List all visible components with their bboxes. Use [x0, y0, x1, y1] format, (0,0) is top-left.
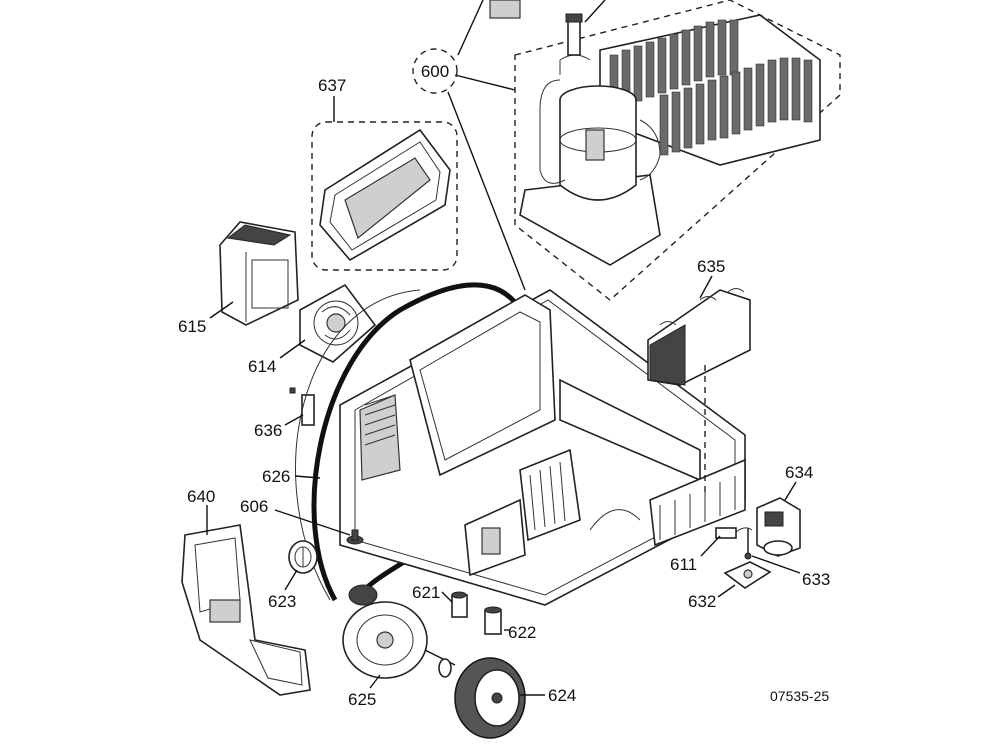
- callout-600: 600: [421, 62, 449, 81]
- callout-611: 611: [670, 555, 697, 574]
- wheel: [454, 657, 526, 739]
- drawing-code: 07535-25: [770, 688, 829, 704]
- callout-640: 640: [187, 487, 215, 506]
- callout-labels: 600 637 635 615 614 636 626 640 606 623 …: [178, 62, 830, 709]
- sensor-wire: [715, 527, 753, 539]
- base-chassis: [339, 289, 746, 606]
- fan: [299, 283, 377, 363]
- callout-634: 634: [785, 463, 813, 482]
- callout-636: 636: [254, 421, 282, 440]
- drain-tank: [647, 288, 751, 495]
- control-knob: [288, 540, 318, 574]
- callout-614: 614: [248, 357, 276, 376]
- callout-624: 624: [548, 686, 576, 705]
- coil-block: [599, 14, 821, 166]
- pump: [756, 497, 801, 557]
- motor: [342, 584, 456, 679]
- capacitor-621: [451, 591, 468, 618]
- float-switch: [723, 561, 772, 589]
- sensor-part: [565, 0, 606, 56]
- sealed-system-outline: [514, 0, 841, 301]
- control-bracket: [181, 524, 311, 696]
- front-grille-outline: [311, 121, 458, 271]
- callout-615: 615: [178, 317, 206, 336]
- front-grille-group: [311, 121, 458, 271]
- callout-635: 635: [697, 257, 725, 276]
- callout-632: 632: [688, 592, 716, 611]
- callout-606: 606: [240, 497, 268, 516]
- mounting-screw: [346, 529, 364, 545]
- callout-623: 623: [268, 592, 296, 611]
- callout-600-circle: [412, 48, 458, 94]
- top-bracket: [457, 0, 521, 56]
- callout-633: 633: [802, 570, 830, 589]
- callout-622: 622: [508, 623, 536, 642]
- callout-637: 637: [318, 76, 346, 95]
- callout-626: 626: [262, 467, 290, 486]
- callout-621: 621: [412, 583, 440, 602]
- pump-screw: [744, 528, 752, 560]
- leader-lines: [206, 74, 801, 696]
- fan-shroud: [219, 221, 299, 326]
- compressor: [519, 54, 661, 266]
- capacitor-622: [484, 606, 502, 635]
- callout-625: 625: [348, 690, 376, 709]
- sealed-system-group: [457, 0, 841, 301]
